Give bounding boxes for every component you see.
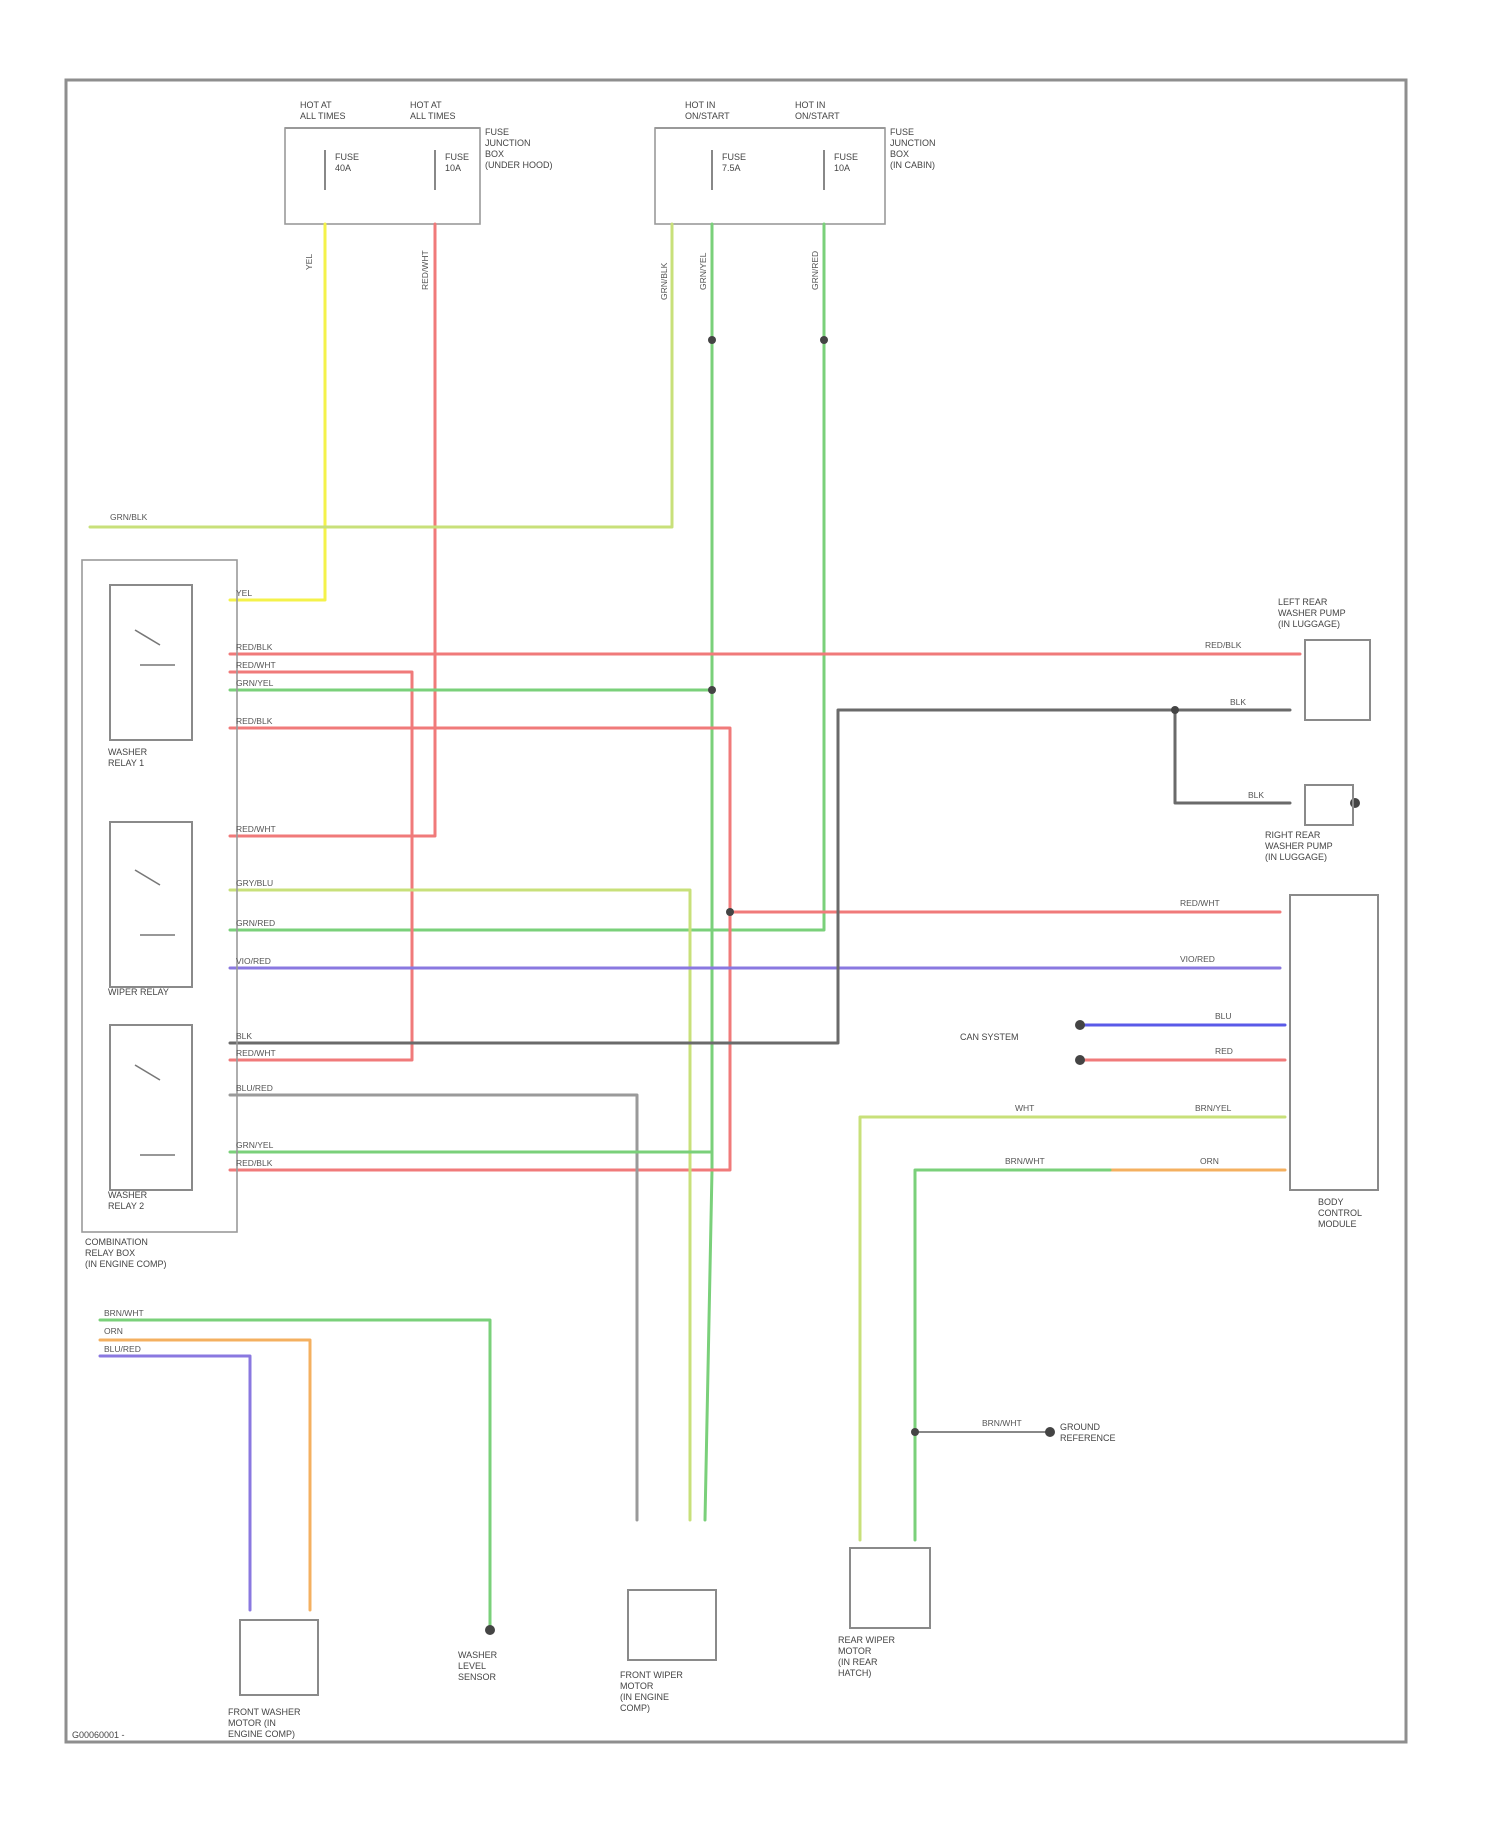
wire-label-red-blk-2: RED/BLK <box>236 642 273 652</box>
wire-bcm-green <box>915 1170 1110 1540</box>
wire-relay1-red-bottom <box>230 728 730 1170</box>
relay-2-label: WIPER RELAY <box>108 987 169 997</box>
fuse-box-right-outline <box>655 128 885 224</box>
wire-label-red: RED <box>1215 1046 1233 1056</box>
wire-label-blu-red: BLU/RED <box>236 1083 273 1093</box>
wire-label-gry-blu: GRY/BLU <box>236 878 273 888</box>
wire-label-grn-yel: GRN/YEL <box>698 252 708 290</box>
wire-red-relay2 <box>230 224 435 836</box>
wire-label-vio-red: VIO/RED <box>1180 954 1215 964</box>
wire-label-brn-wht: BRN/WHT <box>1005 1156 1045 1166</box>
wire-label-red-wht: RED/WHT <box>420 250 430 290</box>
wire-label-orn-2: ORN <box>104 1326 123 1336</box>
wire-label-group: YEL RED/WHT GRN/BLK GRN/YEL GRN/RED GRN/… <box>104 250 1264 1428</box>
wire-label-blk-2: BLK <box>1248 790 1264 800</box>
wire-label-red-wht-2: RED/WHT <box>1180 898 1220 908</box>
wire-label-vio-red-2: VIO/RED <box>236 956 271 966</box>
wire-label-grn-blk: GRN/BLK <box>659 262 669 300</box>
wire-label-blk: BLK <box>1230 697 1246 707</box>
wire-grn-ext <box>90 224 672 527</box>
wire-relay3-gray <box>230 710 1290 1043</box>
can-system-label: CAN SYSTEM <box>960 1032 1019 1042</box>
wire-label-yel-2: YEL <box>236 588 252 598</box>
wire-label-red-blk-3: RED/BLK <box>236 716 273 726</box>
wire-label-red-wht-4: RED/WHT <box>236 824 276 834</box>
wire-yel-relay1 <box>230 224 325 600</box>
wire-label-orn: ORN <box>1200 1156 1219 1166</box>
wire-gray-branch <box>1175 710 1290 803</box>
wire-relay3-gray2 <box>230 1095 637 1520</box>
wire-label-brn-yel: BRN/YEL <box>1195 1103 1232 1113</box>
wire-label-blu-red-2: BLU/RED <box>104 1344 141 1354</box>
fuse-box-left-outline <box>285 128 480 224</box>
wire-label-red-wht-5: RED/WHT <box>236 1048 276 1058</box>
wire-label-grn-yel-2: GRN/YEL <box>236 678 274 688</box>
wire-grn-right <box>230 224 824 930</box>
wire-label-wht: WHT <box>1015 1103 1034 1113</box>
wire-grn-main <box>705 224 712 1520</box>
relay-2: WIPER RELAY <box>108 822 192 997</box>
wire-label-grn-red-2: GRN/RED <box>236 918 275 928</box>
wire-label-red-wht-3: RED/WHT <box>236 660 276 670</box>
splices <box>485 336 1360 1635</box>
wire-label-blk-3: BLK <box>236 1031 252 1041</box>
wire-label-grn-yel-3: GRN/YEL <box>236 1140 274 1150</box>
wire-label-grn-blk-2: GRN/BLK <box>110 512 148 522</box>
wire-label-blu: BLU <box>1215 1011 1232 1021</box>
wire-lower-green <box>100 1320 490 1630</box>
wire-lower-purple <box>100 1356 250 1610</box>
wire-lower-orange <box>100 1340 310 1610</box>
wire-relay1-red-loop <box>230 672 412 1060</box>
wire-relay2-ltgreen <box>230 890 690 1520</box>
relay-box-outline <box>82 560 237 1232</box>
wire-bcm-ltgreen <box>860 1117 1285 1540</box>
page-code: G00060001 - <box>72 1730 125 1740</box>
wire-label-red-blk: RED/BLK <box>1205 640 1242 650</box>
wire-label-grn-red: GRN/RED <box>810 251 820 290</box>
wire-label-brn-wht-2: BRN/WHT <box>104 1308 144 1318</box>
wire-label-brn-wht-3: BRN/WHT <box>982 1418 1022 1428</box>
wire-label-red-blk-4: RED/BLK <box>236 1158 273 1168</box>
wire-label-yel: YEL <box>304 254 314 270</box>
